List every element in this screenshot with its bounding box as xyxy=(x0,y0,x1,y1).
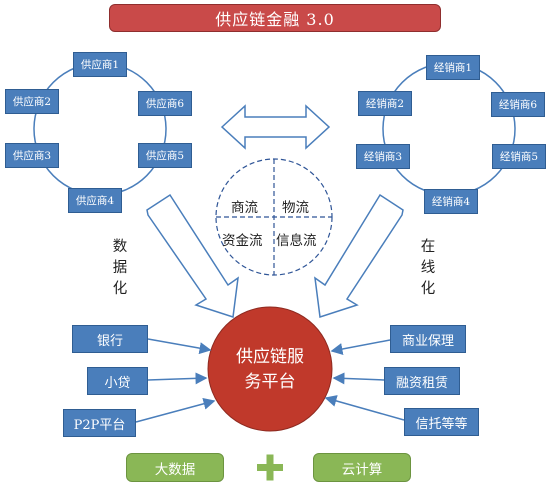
plus-icon-v xyxy=(266,454,274,481)
big-data-box: 大数据 xyxy=(126,453,224,482)
digitization-char-3: 化 xyxy=(112,281,128,297)
distributor-node-1: 经销商1 xyxy=(426,55,480,80)
distributor-ring xyxy=(382,62,516,196)
bank-box: 银行 xyxy=(72,325,148,353)
online-char-2: 线 xyxy=(420,260,436,276)
trust-connector xyxy=(324,395,405,421)
online-char-1: 在 xyxy=(420,239,436,255)
p2p-connector xyxy=(135,397,216,423)
p2p-box: P2P平台 xyxy=(63,409,136,437)
right-down-arrow-icon xyxy=(314,193,404,318)
factoring-box: 商业保理 xyxy=(390,325,466,353)
platform-label-line2: 务平台 xyxy=(244,372,296,392)
flow-commerce: 商流 xyxy=(231,200,258,216)
flow-information: 信息流 xyxy=(276,233,317,249)
flow-logistics: 物流 xyxy=(282,200,309,216)
factoring-connector xyxy=(330,339,391,355)
distributor-node-3: 经销商3 xyxy=(356,144,410,169)
supplier-node-2: 供应商2 xyxy=(5,89,59,114)
distributor-node-4: 经销商4 xyxy=(424,189,478,214)
supplier-node-6: 供应商6 xyxy=(138,91,192,116)
platform-hub xyxy=(207,306,333,432)
distributor-node-5: 经销商5 xyxy=(492,144,546,169)
trust-box: 信托等等 xyxy=(404,408,479,436)
digitization-char-1: 数 xyxy=(112,239,128,255)
distributor-node-2: 经销商2 xyxy=(358,91,412,116)
supplier-node-4: 供应商4 xyxy=(68,188,122,213)
cloud-computing-box: 云计算 xyxy=(313,453,411,482)
distributor-node-6: 经销商6 xyxy=(491,92,545,117)
supplier-ring xyxy=(33,62,167,196)
supplier-node-3: 供应商3 xyxy=(5,143,59,168)
page-title: 供应链金融 3.0 xyxy=(109,4,441,32)
online-label: 在 线 化 xyxy=(418,237,438,300)
digitization-label: 数 据 化 xyxy=(110,237,130,300)
flow-capital: 资金流 xyxy=(222,233,263,249)
platform-label: 供应链服 务平台 xyxy=(212,345,328,395)
bank-connector xyxy=(147,338,212,355)
leasing-box: 融资租赁 xyxy=(384,367,460,395)
microloan-box: 小贷 xyxy=(87,367,148,395)
platform-label-line1: 供应链服 xyxy=(236,347,304,367)
double-arrow-icon xyxy=(220,104,331,150)
supplier-node-1: 供应商1 xyxy=(73,52,127,77)
digitization-char-2: 据 xyxy=(112,260,128,276)
online-char-3: 化 xyxy=(420,281,436,297)
leasing-connector xyxy=(332,372,385,385)
microloan-connector xyxy=(147,372,208,385)
supplier-node-5: 供应商5 xyxy=(138,143,192,168)
left-down-arrow-icon xyxy=(146,193,239,318)
